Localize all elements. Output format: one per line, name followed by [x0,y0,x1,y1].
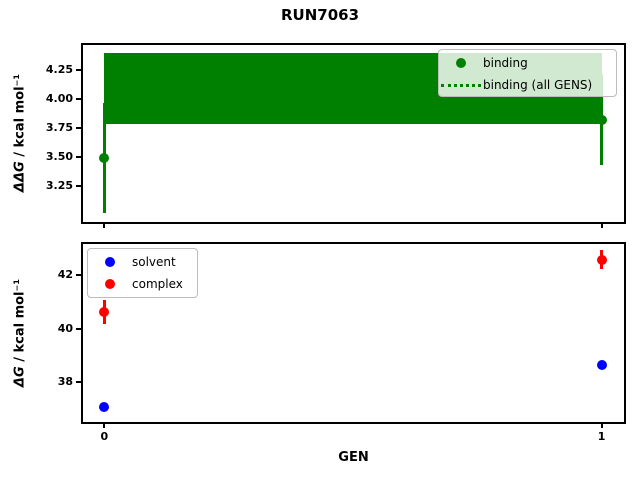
y-tick-label: 42 [57,267,73,281]
y-axis-label-ddg: ΔΔG / kcal mol⁻¹ [13,74,28,192]
y-tick-label: 3.75 [45,120,73,134]
legend-marker-dot-icon [105,279,115,289]
x-tick [600,223,603,228]
legend-label: binding (all GENS) [483,78,593,92]
legend-dg: solvent complex [87,248,198,298]
legend-sample [88,279,132,289]
y-tick [76,381,81,384]
data-point-complex [99,306,110,317]
data-point-binding [99,152,110,163]
legend-binding: binding binding (all GENS) [438,49,617,97]
y-tick [76,274,81,277]
x-axis-label: GEN [338,450,369,465]
ylabel-unit: / kcal mol⁻¹ [12,278,28,367]
axes-binding [81,43,626,224]
y-tick [76,327,81,330]
x-tick [600,423,603,428]
y-tick [76,68,81,71]
data-point-solvent [99,402,110,413]
ylabel-symbol: ΔΔG [12,161,28,193]
mean-dotted-line [104,88,602,92]
legend-sample [439,83,483,87]
y-tick-label: 3.25 [45,178,73,192]
y-tick-label: 4.00 [45,91,73,105]
y-tick-label: 38 [57,374,73,388]
ylabel-symbol: ΔG [12,366,28,388]
x-tick [103,223,106,228]
axes-dg [81,242,626,424]
ylabel-unit: / kcal mol⁻¹ [12,73,28,162]
legend-item: solvent [88,251,189,273]
legend-marker-dot-icon [456,58,466,68]
y-tick-label: 40 [57,321,73,335]
figure-title: RUN7063 [280,6,360,24]
legend-label: complex [132,277,183,291]
x-tick-label: 1 [597,430,606,443]
y-tick [76,97,81,100]
data-point-solvent [596,359,607,370]
legend-sample [88,257,132,267]
y-tick-label: 3.50 [45,149,73,163]
data-point-binding [596,114,607,125]
data-point-complex [596,254,607,265]
x-tick [103,423,106,428]
legend-marker-dot-icon [105,257,115,267]
legend-label: binding [483,56,528,70]
x-tick-label: 0 [100,430,109,443]
y-tick [76,126,81,129]
y-tick-label: 4.25 [45,62,73,76]
y-axis-label-dg: ΔG / kcal mol⁻¹ [13,279,28,387]
legend-label: solvent [132,255,176,269]
legend-sample [439,58,483,68]
legend-dotted-line-icon [441,83,481,87]
legend-item: binding [439,52,608,74]
legend-item: binding (all GENS) [439,74,608,96]
y-tick [76,155,81,158]
y-tick [76,184,81,187]
legend-item: complex [88,273,189,295]
